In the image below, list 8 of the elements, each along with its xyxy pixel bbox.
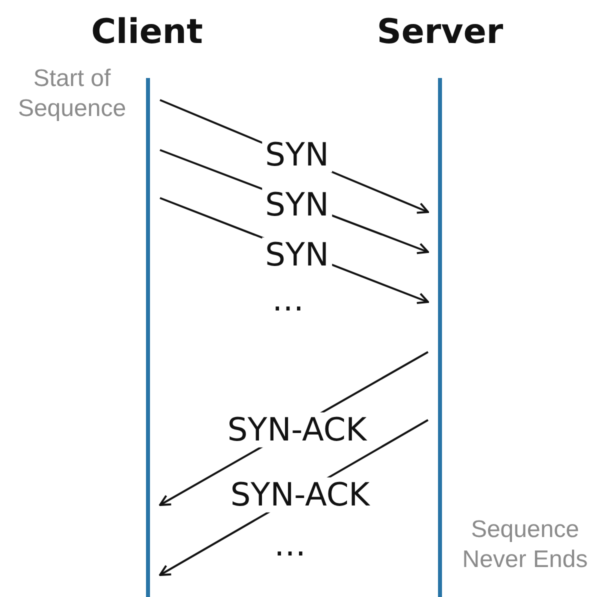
lifeline <box>146 78 150 597</box>
ellipsis-label: … <box>273 527 307 563</box>
side-note: Start of Sequence <box>16 64 128 124</box>
ellipsis-label: … <box>271 282 305 318</box>
side-note: Sequence Never Ends <box>461 515 589 575</box>
lifeline-header: Server <box>376 12 504 52</box>
lifeline-header: Client <box>91 12 203 52</box>
lifeline <box>438 78 442 597</box>
